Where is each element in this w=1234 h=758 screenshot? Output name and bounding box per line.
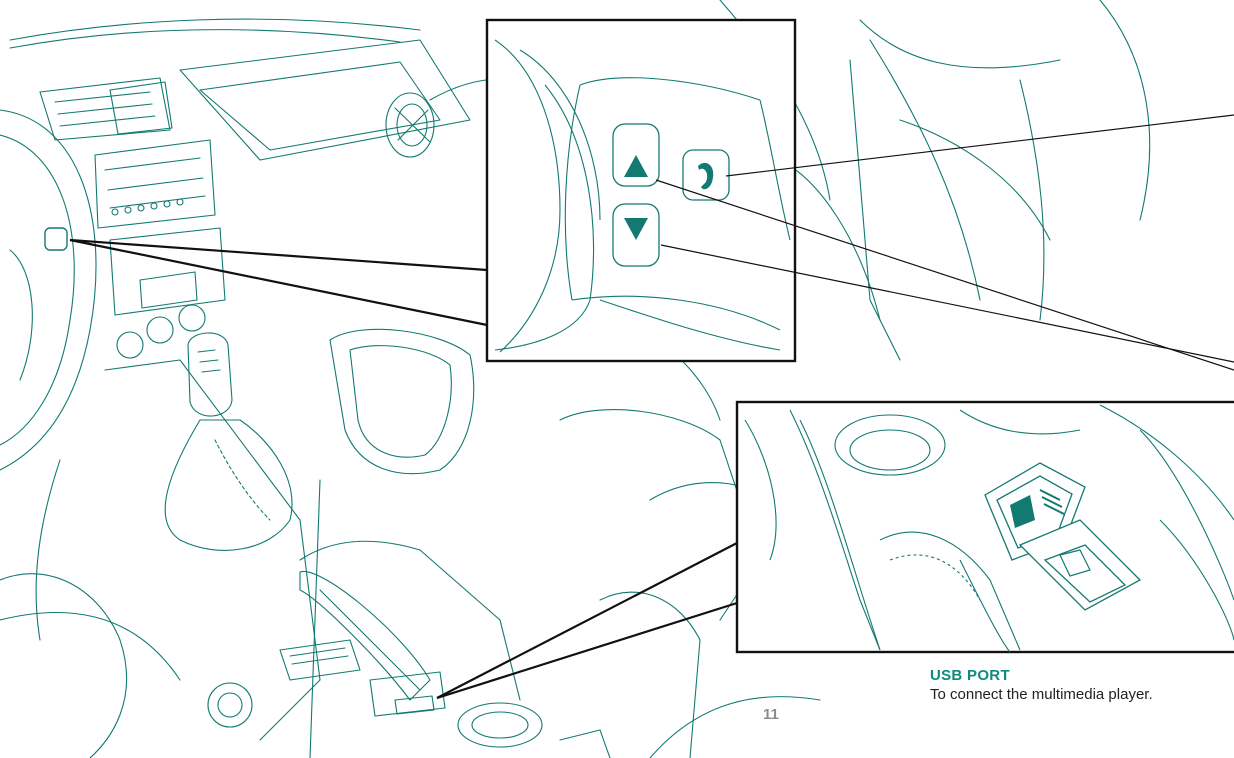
usb-caption: USB PORT To connect the multimedia playe… [930, 666, 1153, 704]
usb-port-inset [735, 400, 1234, 654]
usb-logo-icon [1010, 489, 1065, 528]
usb-port-title: USB PORT [930, 667, 1010, 684]
up-arrow-icon [624, 155, 648, 177]
steering-controls-inset [485, 18, 797, 363]
down-arrow-icon [624, 218, 648, 240]
usb-port-description: To connect the multimedia player. [930, 686, 1153, 703]
phone-icon [698, 162, 714, 190]
page-number: 11 [763, 706, 779, 723]
